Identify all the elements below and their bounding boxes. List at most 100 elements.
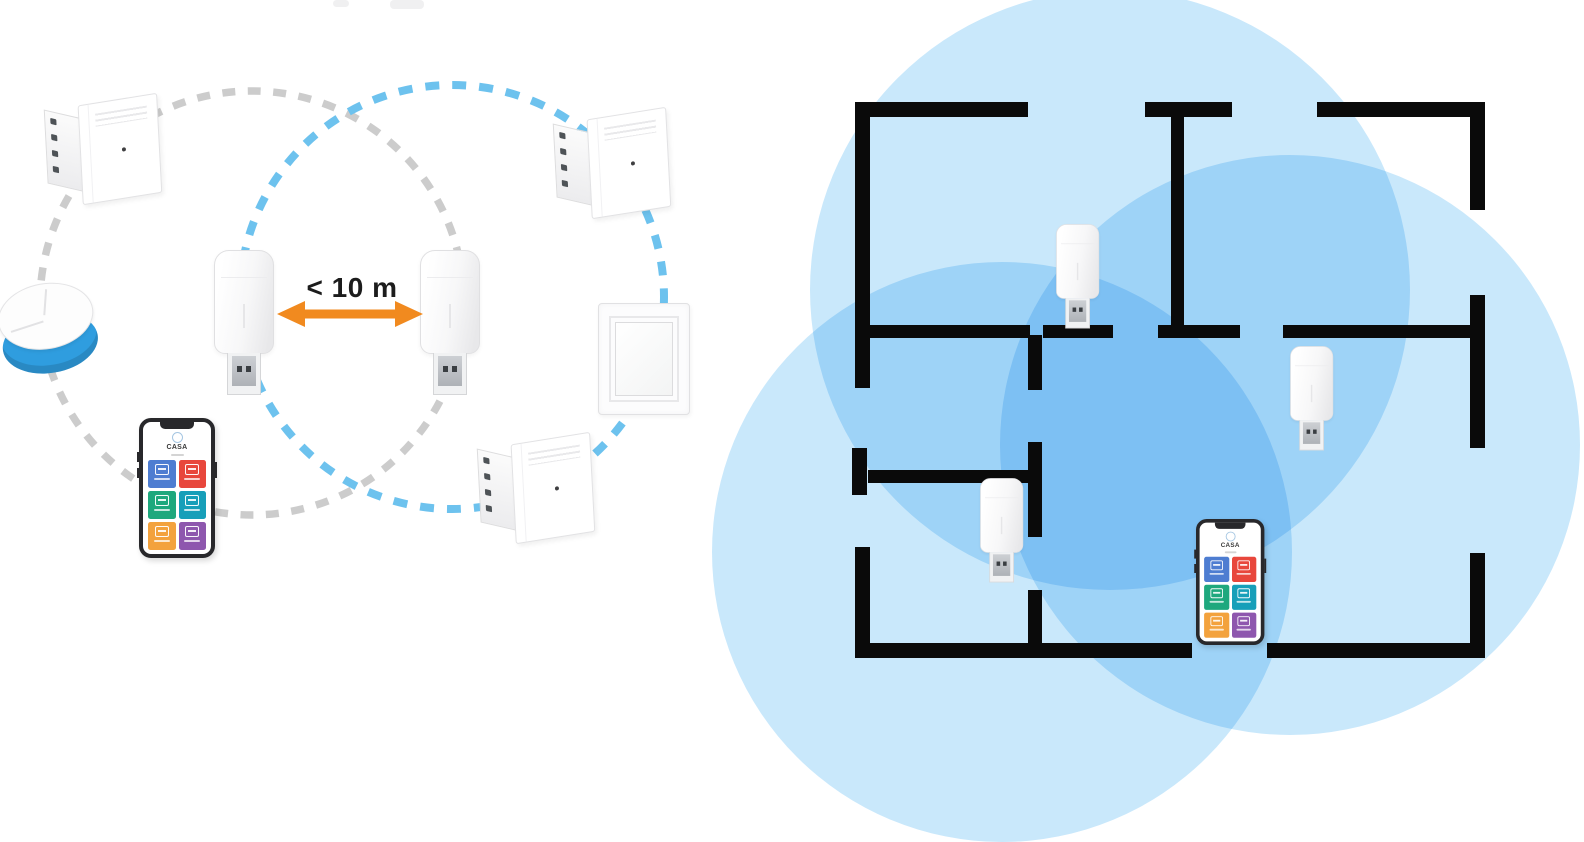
- app-tile-kitchen: [1231, 556, 1257, 582]
- app-tile-label: [153, 540, 170, 542]
- range-diagram: < 10 m CASA: [0, 0, 740, 788]
- wall-mid-horizontal-3: [1283, 325, 1473, 338]
- floorplan-diagram: CASA: [712, 0, 1584, 842]
- wall-left-upper: [855, 102, 870, 388]
- wall-top-middle: [1145, 102, 1232, 117]
- usb-gateway-body: [1290, 346, 1334, 421]
- app-tile-kitchen: [178, 460, 206, 488]
- relay-front-face: [510, 431, 596, 545]
- bathroom-icon: [1237, 588, 1251, 599]
- app-title: CASA: [1220, 542, 1240, 549]
- wall-t-cap: [1158, 325, 1240, 338]
- distance-arrow: [277, 301, 423, 327]
- wall-mid-horizontal-1: [867, 325, 1030, 338]
- app-tile-label: [1209, 573, 1224, 575]
- app-tile-label: [1236, 628, 1252, 631]
- wall-interior-vert-a: [1028, 335, 1042, 390]
- usb-plug: [433, 353, 467, 395]
- usb-plug: [989, 552, 1014, 583]
- diagram-canvas: { "left_diagram": { "distance_label": "<…: [0, 0, 1584, 788]
- app-tile-label: [1236, 573, 1252, 575]
- smartphone: CASA: [1194, 519, 1267, 645]
- phone-notch: [160, 422, 194, 429]
- wall-right-upper: [1470, 102, 1485, 210]
- usb-gateway-room-top: [1056, 224, 1100, 329]
- app-tile-label: [184, 540, 201, 542]
- smartphone: CASA: [137, 418, 217, 558]
- wall-right-middle: [1470, 295, 1485, 448]
- app-tile-grid: [1200, 556, 1261, 638]
- app-tile-living-room: [148, 460, 176, 488]
- relay-led-dot: [554, 486, 559, 491]
- relay-actuator-bottom-right: [472, 431, 598, 548]
- wall-left-doorpost: [852, 448, 867, 495]
- wall-switch-frame: [609, 316, 679, 402]
- phone-notch: [1214, 522, 1246, 529]
- app-tile-label: [184, 509, 201, 511]
- usb-plug: [1065, 298, 1090, 329]
- wall-left-lower: [855, 547, 870, 658]
- wall-mid-horizontal-2: [1043, 325, 1113, 338]
- app-logo-icon: [1225, 531, 1236, 542]
- app-tile-label: [153, 509, 170, 511]
- app-tile-label: [153, 478, 170, 480]
- app-tile-label: [1209, 600, 1224, 603]
- app-tile-bedroom: [148, 491, 176, 519]
- usb-gateway-right: [420, 250, 480, 395]
- double-arrow-icon: [277, 301, 423, 327]
- relay-led-dot: [630, 161, 635, 166]
- app-logo-icon: [171, 432, 183, 443]
- app-tile-bathroom: [178, 491, 206, 519]
- bedroom-icon: [154, 495, 169, 506]
- usb-gateway-body: [1056, 224, 1100, 299]
- wall-bottom-left: [855, 643, 1192, 658]
- wall-switch-button: [615, 322, 673, 396]
- app-tile-office: [1231, 612, 1257, 638]
- relay-print-label: [604, 119, 657, 141]
- kitchen-icon: [1237, 560, 1251, 571]
- usb-gateway-room-bottom-left: [980, 478, 1024, 583]
- app-tile-label: [1209, 628, 1224, 631]
- relay-print-label: [95, 105, 148, 127]
- bathroom-icon: [185, 495, 200, 506]
- wireless-button-blue: [0, 275, 104, 383]
- usb-plug: [1299, 420, 1324, 451]
- relay-led-dot: [121, 147, 126, 152]
- app-subtitle-placeholder: [170, 454, 184, 456]
- usb-gateway-body: [420, 250, 480, 354]
- app-tile-grid: [143, 460, 211, 550]
- app-tile-label: [1236, 600, 1252, 603]
- cropped-label-artifact: [390, 0, 424, 9]
- relay-actuator-top-right: [548, 106, 674, 223]
- app-tile-bedroom: [1204, 584, 1229, 610]
- usb-gateway-left: [214, 250, 274, 395]
- kitchen-icon: [185, 464, 200, 475]
- app-tile-living-room: [1204, 556, 1229, 582]
- wall-top-right: [1317, 102, 1485, 117]
- lighting-icon: [154, 526, 169, 537]
- wall-vertical-top-mid: [1171, 117, 1184, 325]
- usb-gateway-room-right: [1290, 346, 1334, 451]
- relay-actuator-top-left: [39, 92, 165, 209]
- app-tile-label: [184, 478, 201, 480]
- office-icon: [185, 526, 200, 537]
- wall-interior-vert-b: [1028, 442, 1042, 537]
- app-tile-office: [178, 522, 206, 550]
- wall-switch: [598, 303, 690, 415]
- living-room-icon: [1210, 560, 1223, 571]
- bedroom-icon: [1210, 588, 1223, 599]
- app-tile-lighting: [148, 522, 176, 550]
- usb-plug: [227, 353, 261, 395]
- app-title: CASA: [166, 444, 188, 451]
- wall-top-left: [855, 102, 1028, 117]
- usb-gateway-body: [214, 250, 274, 354]
- cropped-label-artifact: [333, 0, 349, 7]
- office-icon: [1237, 616, 1251, 627]
- living-room-icon: [154, 464, 169, 475]
- usb-gateway-body: [980, 478, 1024, 553]
- lighting-icon: [1210, 616, 1223, 627]
- wall-interior-vert-c: [1028, 590, 1042, 647]
- distance-label: < 10 m: [306, 272, 398, 303]
- relay-print-label: [528, 444, 581, 466]
- wall-right-lower: [1470, 553, 1485, 658]
